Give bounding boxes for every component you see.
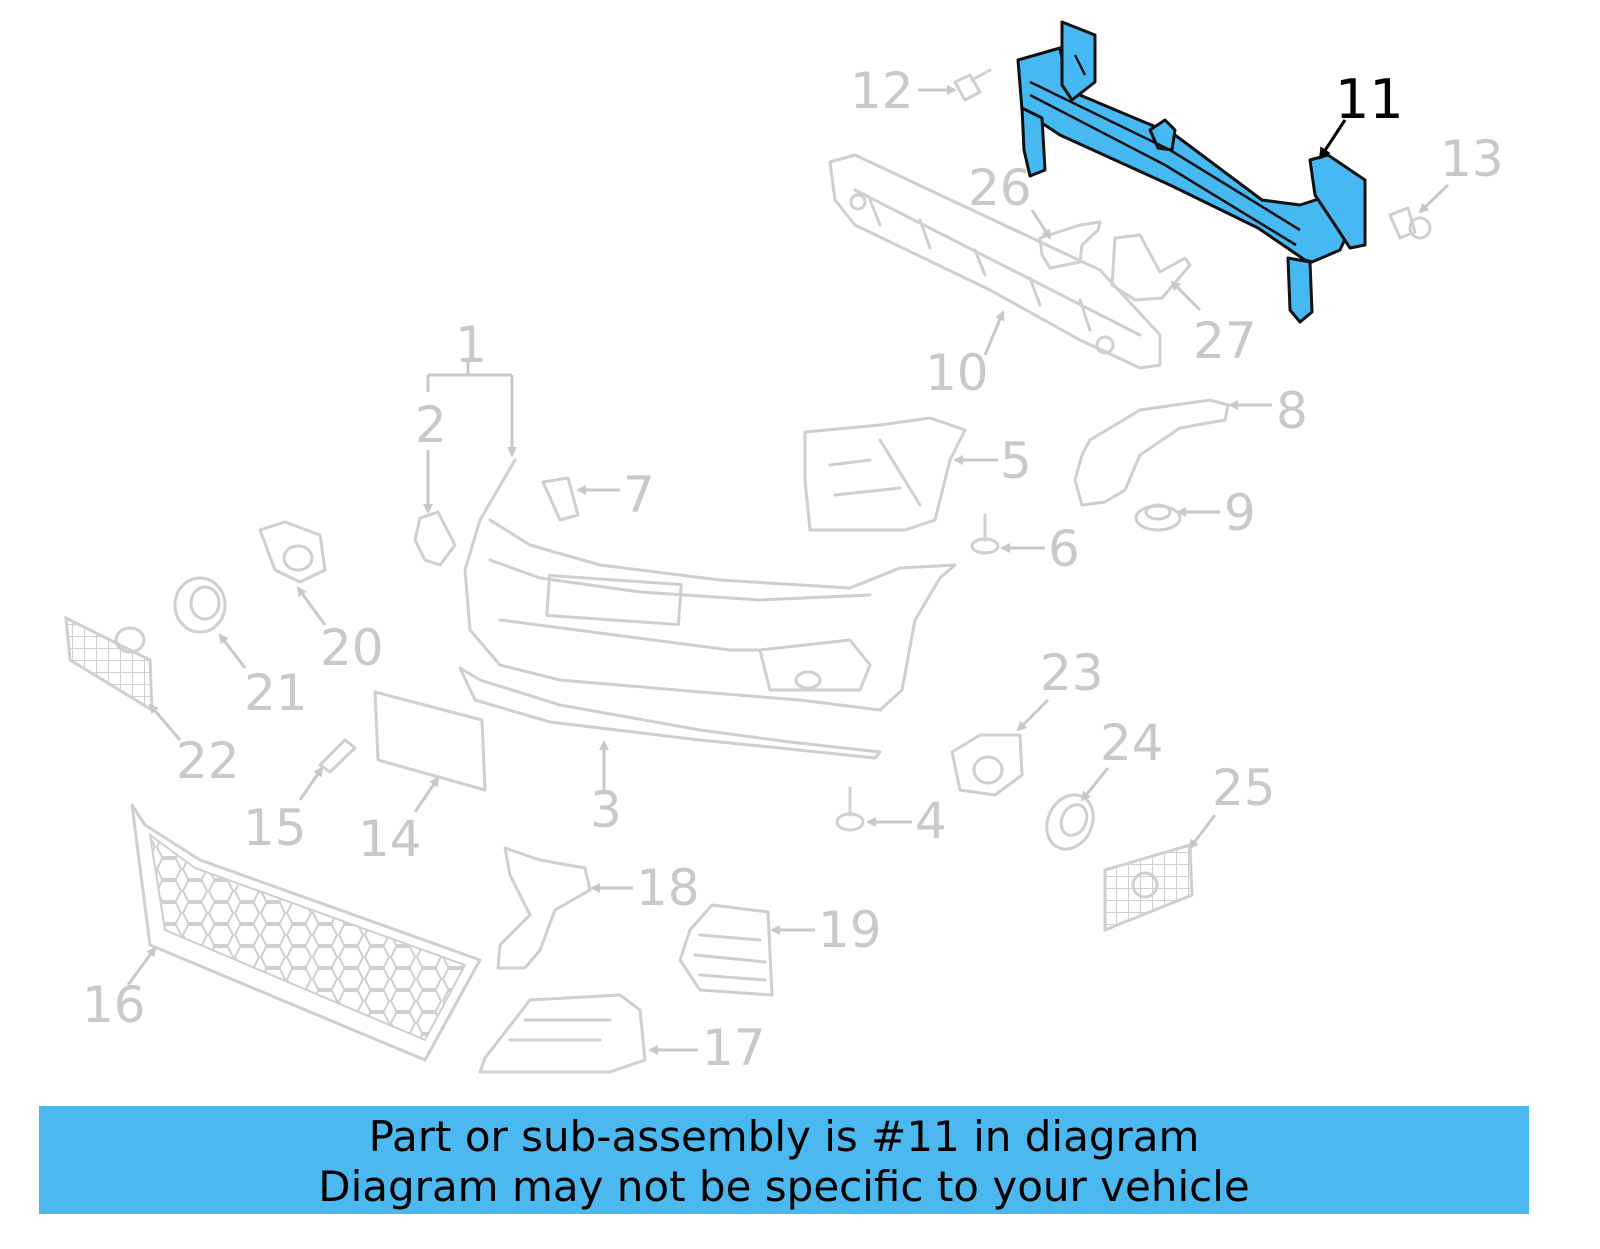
- callout-14: 14: [358, 810, 422, 868]
- part-26-bracket[interactable]: [1038, 220, 1102, 270]
- info-banner: Part or sub-assembly is #11 in diagram D…: [39, 1106, 1529, 1214]
- part-17-trim[interactable]: [478, 993, 647, 1074]
- part-25-bracket[interactable]: [1103, 843, 1194, 933]
- part-4-screw[interactable]: [835, 786, 865, 832]
- part-2-cap[interactable]: [413, 510, 457, 567]
- callout-15: 15: [243, 799, 307, 857]
- callout-12: 12: [850, 62, 914, 120]
- part-27-bracket[interactable]: [1110, 233, 1192, 302]
- callout-22: 22: [176, 732, 240, 790]
- callout-1: 1: [455, 316, 487, 374]
- part-14-license-bracket[interactable]: [373, 690, 487, 792]
- part-5-bracket[interactable]: [803, 416, 967, 532]
- callout-6: 6: [1048, 520, 1080, 578]
- callout-4: 4: [915, 792, 947, 850]
- callout-11: 11: [1335, 68, 1404, 131]
- callout-19: 19: [818, 901, 882, 959]
- callout-24: 24: [1100, 714, 1164, 772]
- callout-10: 10: [925, 344, 989, 402]
- part-15-clip[interactable]: [318, 738, 357, 774]
- callout-7: 7: [623, 466, 655, 524]
- part-7-clip[interactable]: [541, 476, 580, 522]
- callout-9: 9: [1224, 484, 1256, 542]
- callout-23: 23: [1040, 644, 1104, 702]
- callout-20: 20: [320, 619, 384, 677]
- part-20-sensor[interactable]: [258, 520, 327, 584]
- part-8-bracket[interactable]: [1073, 398, 1230, 507]
- part-3-spoiler[interactable]: [458, 666, 882, 760]
- part-21-sensor-ring[interactable]: [173, 576, 227, 634]
- leader-lines: [126, 85, 1450, 1055]
- part-13-bolt[interactable]: [1388, 206, 1432, 240]
- callout-27: 27: [1193, 312, 1257, 370]
- part-11-reinforcement-bar[interactable]: [1016, 20, 1367, 324]
- part-23-sensor[interactable]: [950, 733, 1024, 797]
- banner-line-2: Diagram may not be specific to your vehi…: [318, 1162, 1250, 1211]
- part-24-sensor-ring[interactable]: [1038, 787, 1102, 856]
- callout-18: 18: [636, 859, 700, 917]
- callout-3: 3: [590, 781, 622, 839]
- part-9-clip[interactable]: [1134, 503, 1182, 532]
- part-1-bumper-cover[interactable]: [463, 458, 957, 712]
- callout-labels: 1 2 3 4 5 6 7 8 9 10 11 12 13 14 15 16 1…: [82, 62, 1504, 1077]
- callout-8: 8: [1276, 382, 1308, 440]
- part-6-screw[interactable]: [970, 513, 1000, 555]
- callout-26: 26: [968, 159, 1032, 217]
- part-18-bracket[interactable]: [496, 846, 592, 970]
- part-19-fog-cover[interactable]: [678, 903, 774, 997]
- callout-5: 5: [1000, 432, 1032, 490]
- part-16-grille[interactable]: [130, 803, 482, 1062]
- banner-line-1: Part or sub-assembly is #11 in diagram: [368, 1112, 1200, 1161]
- callout-17: 17: [702, 1019, 766, 1077]
- callout-13: 13: [1440, 130, 1504, 188]
- callout-25: 25: [1212, 759, 1276, 817]
- callout-2: 2: [415, 396, 447, 454]
- part-22-bracket[interactable]: [64, 615, 154, 713]
- part-10-absorber[interactable]: [828, 153, 1162, 370]
- callout-21: 21: [244, 664, 308, 722]
- callout-16: 16: [82, 976, 146, 1034]
- part-12-bolt[interactable]: [953, 68, 992, 102]
